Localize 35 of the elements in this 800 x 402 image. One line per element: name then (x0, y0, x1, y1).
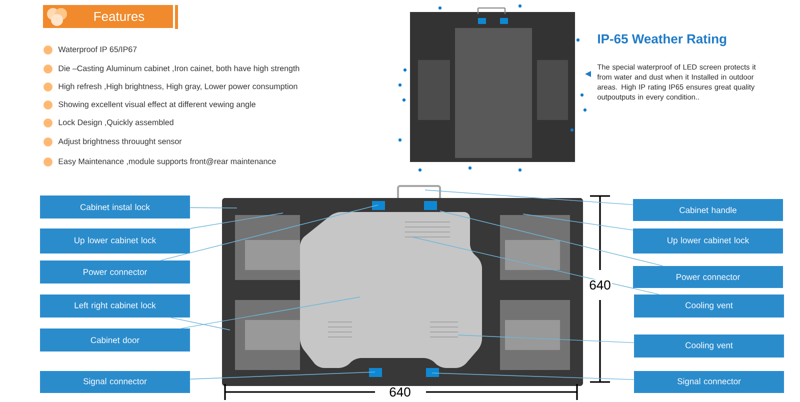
feature-text: High refresh ,High brightness, High gray, Lower power consumption (58, 83, 298, 91)
label-box: Signal connector (40, 371, 190, 393)
label-box: Signal connector (634, 371, 784, 393)
label-box: Power connector (40, 260, 190, 284)
dimension-label: 640 (588, 279, 612, 291)
feature-text: Lock Design ,Quickly assembled (58, 119, 174, 127)
leader-line (440, 210, 663, 266)
leader-line (170, 317, 230, 330)
label-box: Power connector (633, 266, 783, 288)
leader-line (522, 214, 634, 230)
leader-line (160, 204, 378, 261)
leader-line (190, 207, 238, 208)
dimension-label: 640 (388, 386, 412, 398)
leader-line (424, 190, 634, 206)
label-box: Cabinet door (40, 328, 190, 352)
feature-text: Die –Casting Aluminum cabinet ,Iron cainet, both have high strength (58, 65, 300, 73)
leader-line (190, 212, 284, 229)
heading: IP-65 Weather Rating (598, 34, 726, 46)
label-box: Cabinet handle (633, 199, 783, 221)
feature-text: Showing excellent visual effect at different vewing angle (58, 101, 256, 109)
leader-line (432, 372, 634, 380)
feature-text: Easy Maintenance ,module supports front@rear maintenance (58, 158, 276, 166)
features-header: Features (43, 5, 173, 28)
label-box: Up lower cabinet lock (40, 228, 190, 254)
label-box: Cooling vent (634, 334, 784, 358)
label-box: Cooling vent (634, 294, 784, 318)
feature-text: Adjust brightness throuught sensor (58, 138, 182, 146)
label-box: Cabinet instal lock (40, 196, 190, 218)
label-box: Up lower cabinet lock (633, 228, 783, 254)
leader-line (458, 334, 634, 344)
feature-text: Waterproof IP 65/IP67 (58, 46, 137, 54)
leader-line (181, 296, 360, 329)
leader-line (190, 372, 376, 380)
leader-line (412, 236, 660, 295)
label-box: Left right cabinet lock (40, 294, 190, 318)
